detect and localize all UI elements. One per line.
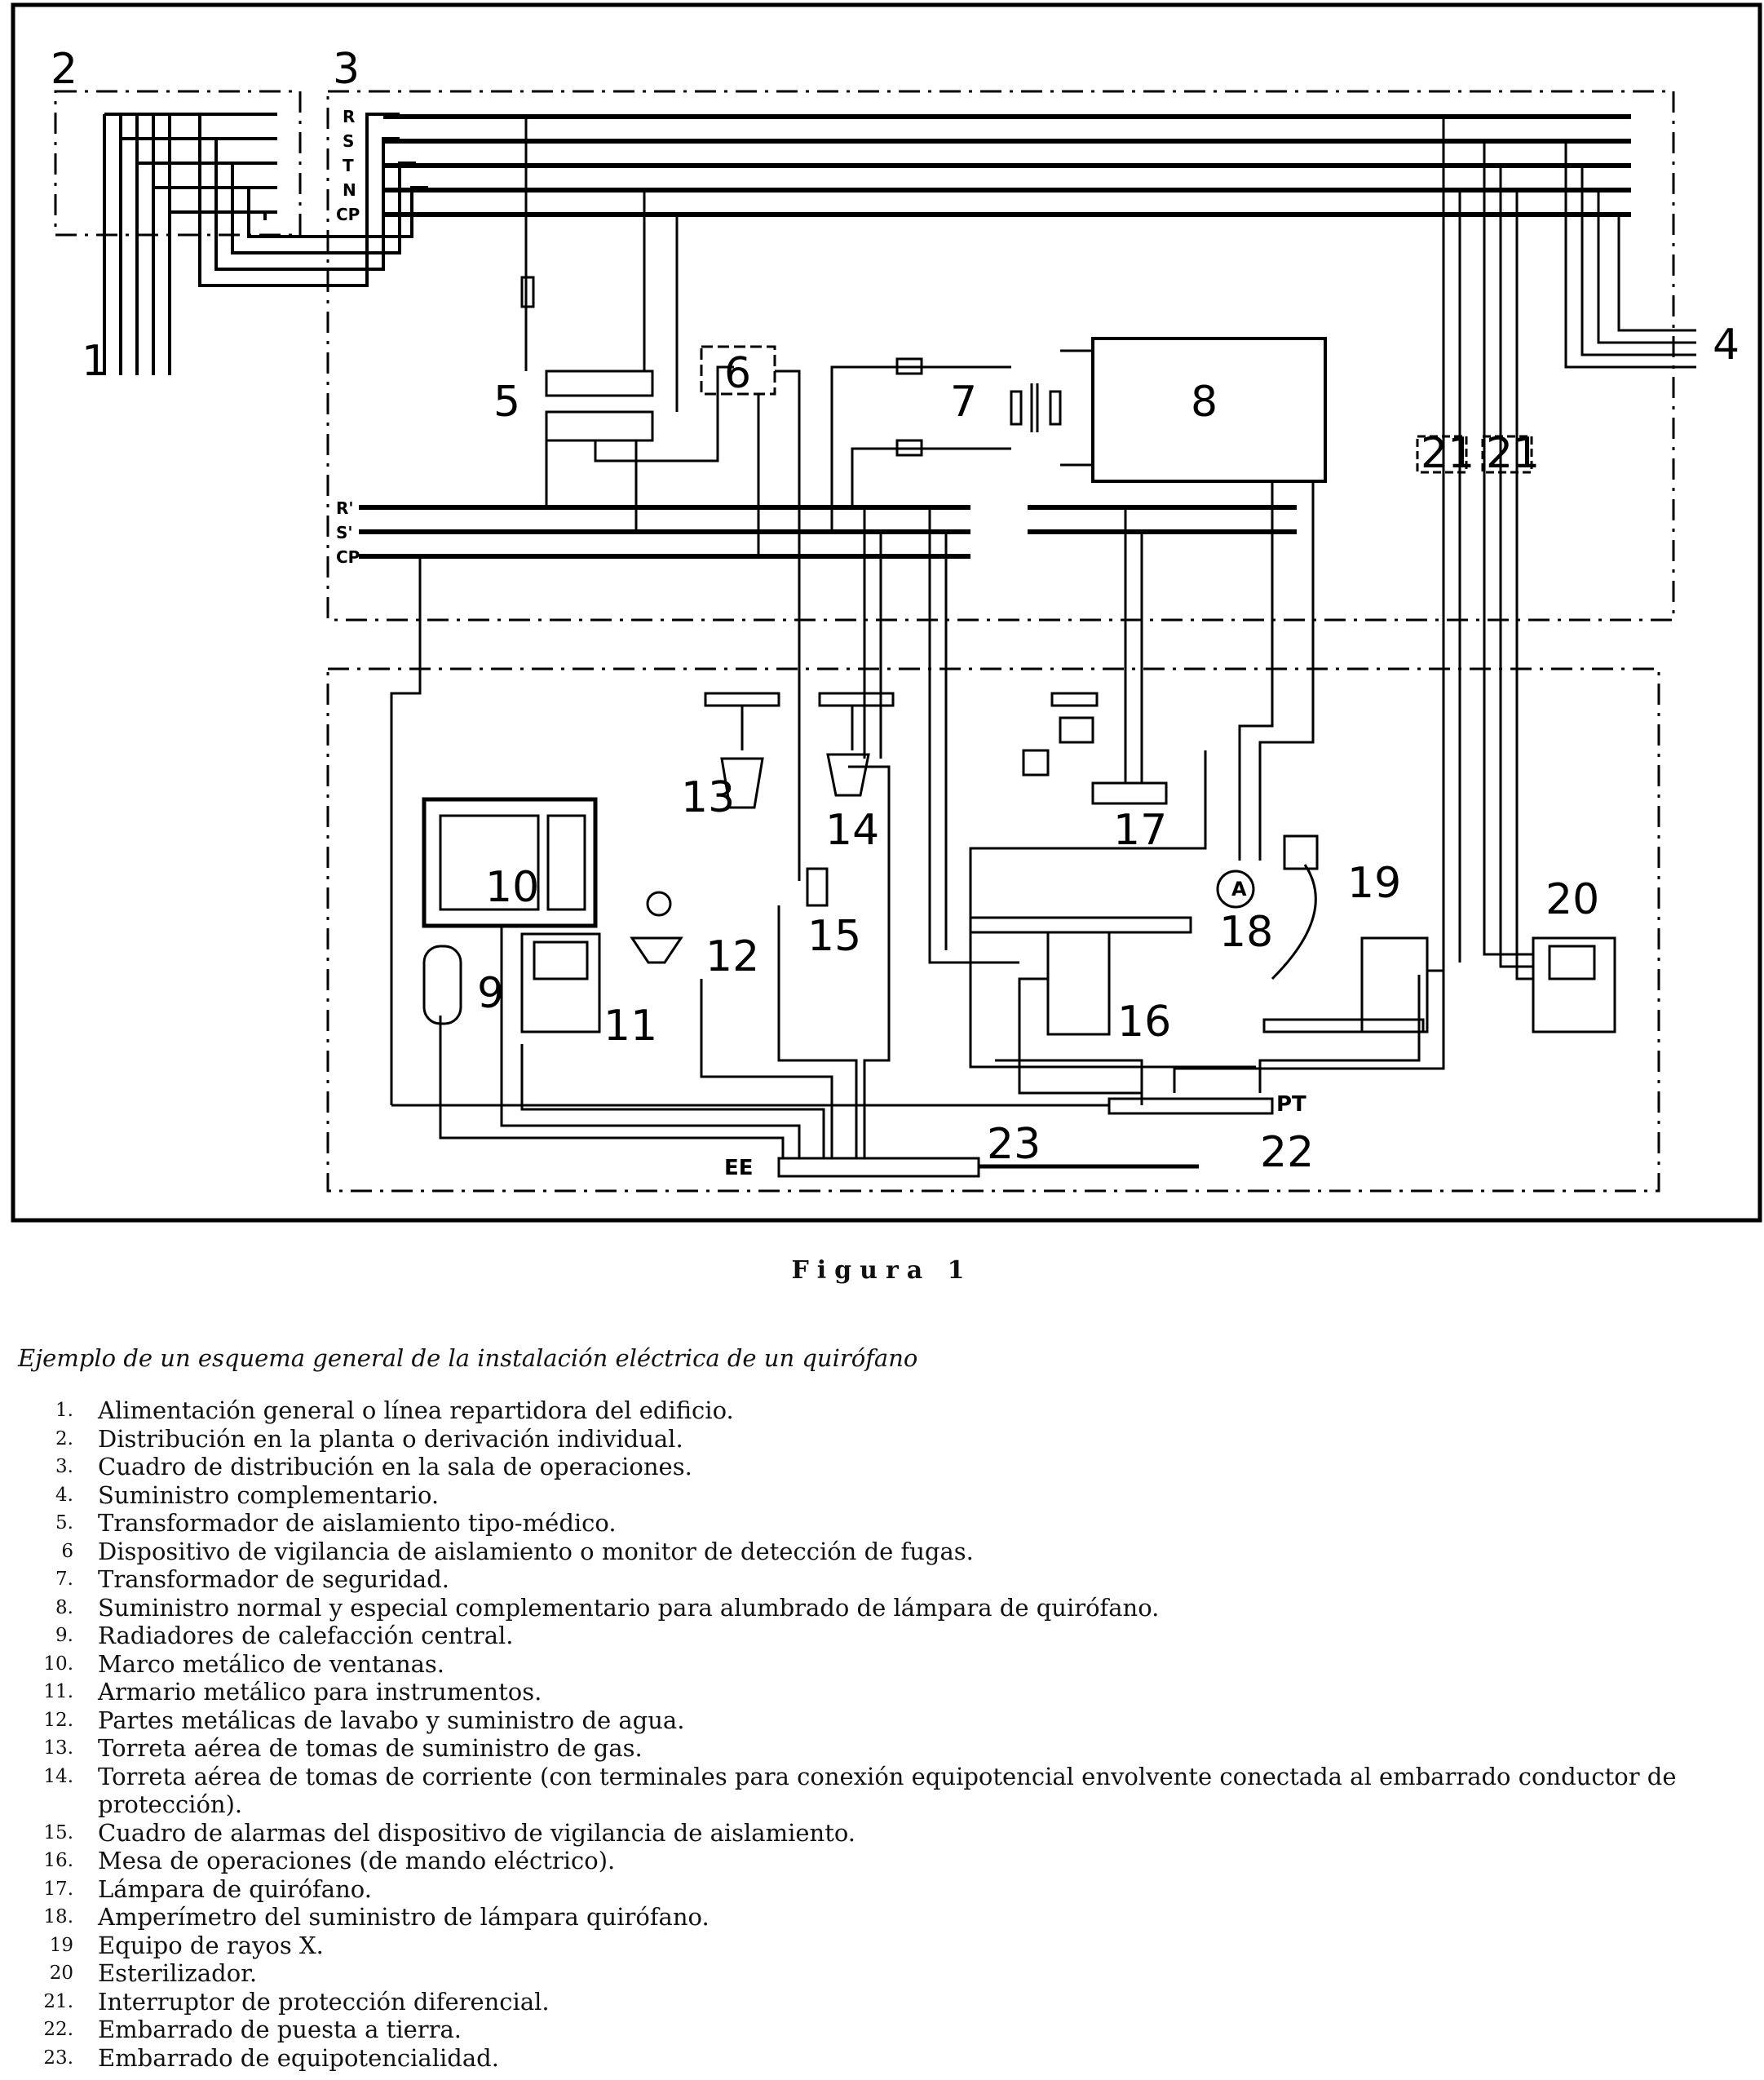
label-19: 19 (1347, 859, 1401, 908)
legend-item: 16.Mesa de operaciones (de mando eléctri… (43, 1847, 616, 1874)
label-1-2: 2 (51, 45, 77, 94)
legend-item: 1.Alimentación general o línea repartido… (55, 1396, 734, 1424)
label-17: 17 (1113, 806, 1167, 855)
isolated-bus (359, 505, 1297, 559)
legend-item: 13.Torreta aérea de tomas de suministro … (43, 1734, 643, 1762)
label-10: 10 (485, 863, 539, 912)
label-12: 12 (705, 932, 759, 981)
legend-list: 1.Alimentación general o línea repartido… (23, 1396, 1744, 2072)
iso-bus-label-s: S' (336, 523, 353, 542)
safety-transformer (830, 349, 1093, 530)
bus-label-t: T (343, 156, 354, 175)
equipotential-busbar (777, 1157, 980, 1178)
iso-bus-label-cp: CP (336, 547, 360, 567)
legend-item: 21.Interruptor de protección diferencial… (43, 1987, 550, 2016)
label-23: 23 (987, 1120, 1041, 1169)
pt-label: PT (1276, 1092, 1306, 1117)
room-wiring (391, 481, 1445, 1169)
legend-item: 7.Transformador de seguridad. (55, 1565, 450, 1593)
iso-bus-label-r: R' (336, 498, 354, 518)
legend-item: 18.Amperímetro del suministro de lámpara… (43, 1903, 710, 1931)
legend-item: 10.Marco metálico de ventanas. (43, 1649, 445, 1678)
label-21b: 21 (1486, 429, 1540, 478)
legend-item: 14.Torreta aérea de tomas de corriente (… (43, 1762, 1677, 1819)
label-21a: 21 (1421, 429, 1474, 478)
bus-label-n: N (343, 180, 356, 200)
ee-label: EE (724, 1156, 754, 1180)
legend-item: 22.Embarrado de puesta a tierra. (43, 2016, 462, 2043)
room-equipment (422, 692, 1616, 1036)
lighting-supply-box (1091, 337, 1327, 483)
label-3: 3 (333, 45, 360, 94)
feeder-1 (103, 113, 428, 375)
label-22: 22 (1260, 1128, 1314, 1177)
legend-item: 15.Cuadro de alarmas del dispositivo de … (43, 1818, 856, 1847)
label-20: 20 (1545, 875, 1599, 924)
monitor-box (700, 345, 776, 396)
legend-item: 3.Cuadro de distribución en la sala de o… (55, 1453, 692, 1480)
label-14: 14 (825, 806, 879, 855)
label-1: 1 (82, 337, 108, 386)
label-15: 15 (807, 912, 861, 961)
main-bus (383, 114, 1631, 217)
legend-item: 8.Suministro normal y especial complemen… (55, 1593, 1160, 1622)
label-11: 11 (603, 1002, 657, 1051)
label-7: 7 (950, 378, 977, 427)
label-4: 4 (1713, 321, 1740, 370)
legend-item: 9.Radiadores de calefacción central. (55, 1622, 514, 1649)
outer-frame (11, 2, 1762, 1223)
label-5: 5 (493, 378, 520, 427)
label-16: 16 (1117, 998, 1171, 1047)
label-9: 9 (477, 969, 504, 1018)
label-18: 18 (1219, 908, 1273, 957)
legend-item: 12.Partes metálicas de lavabo y suminist… (43, 1706, 685, 1734)
legend-item: 23.Embarrado de equipotencialidad. (43, 2043, 499, 2072)
legend-item: 11.Armario metálico para instrumentos. (43, 1678, 542, 1706)
ammeter-symbol: A (1231, 878, 1247, 901)
bus-label-s: S (343, 131, 354, 151)
bus-label-cp: CP (336, 205, 360, 224)
label-6: 6 (724, 349, 751, 398)
bus-label-r: R (343, 107, 355, 126)
figure-title: Figura 1 (791, 1256, 973, 1285)
legend-item: 2.Distribución en la planta o derivación… (55, 1424, 683, 1453)
legend-item: 17.Lámpara de quirófano. (43, 1874, 372, 1903)
complementary-supply (1427, 117, 1696, 980)
electrical-schematic: R S T N CP R' S' CP A PT EE 2 3 1 4 5 6 … (11, 2, 1762, 1223)
legend-item: 5.Transformador de aislamiento tipo-médi… (55, 1509, 617, 1537)
legend-item: 4.Suministro complementario. (55, 1480, 440, 1509)
earth-busbar (1107, 1097, 1274, 1115)
label-13: 13 (681, 773, 735, 822)
figure-caption: Ejemplo de un esquema general de la inst… (18, 1344, 918, 1372)
label-8: 8 (1191, 378, 1218, 427)
isolation-transformer (520, 117, 734, 532)
